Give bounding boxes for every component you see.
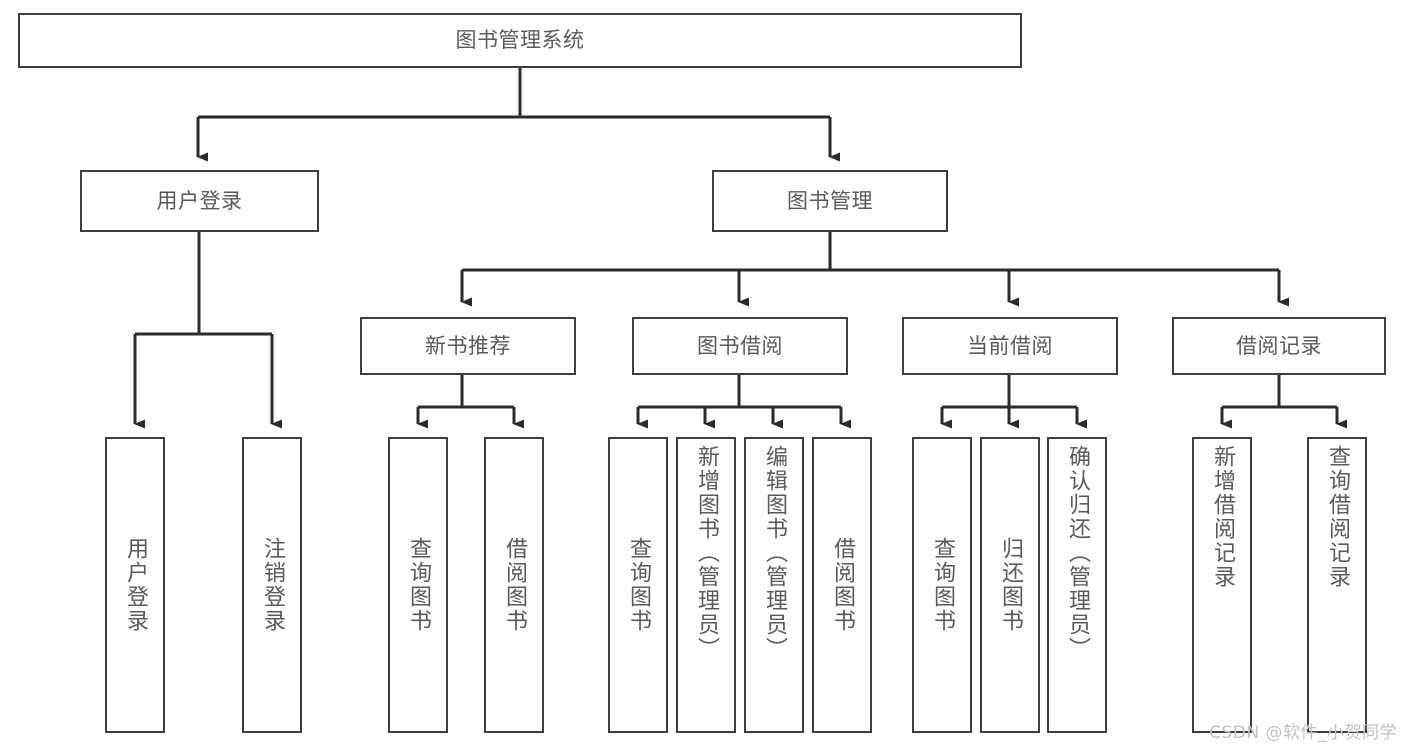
node-label: 借阅图书 [830, 537, 855, 633]
node-label: 查询借阅记录 [1325, 445, 1350, 589]
node-label: 当前借阅 [967, 333, 1053, 358]
leaf-borrow-edit-book-admin[interactable]: 编辑图书（管理员） [744, 437, 804, 733]
node-new-book-recommend[interactable]: 新书推荐 [360, 317, 576, 375]
node-label: 借阅记录 [1236, 333, 1322, 358]
node-label: 新增图书（管理员） [694, 445, 719, 661]
leaf-borrow-add-book-admin[interactable]: 新增图书（管理员） [676, 437, 736, 733]
node-label: 借阅图书 [502, 537, 527, 633]
node-label: 归还图书 [998, 537, 1023, 633]
leaf-current-return-book[interactable]: 归还图书 [980, 437, 1040, 733]
leaf-current-confirm-return-admin[interactable]: 确认归还（管理员） [1047, 437, 1107, 733]
node-label: 查询图书 [406, 537, 431, 633]
leaf-newbook-query-book[interactable]: 查询图书 [388, 437, 448, 733]
leaf-user-login-signin[interactable]: 用户登录 [105, 437, 165, 733]
leaf-newbook-borrow-book[interactable]: 借阅图书 [484, 437, 544, 733]
node-current-borrow[interactable]: 当前借阅 [902, 317, 1118, 375]
node-label: 用户登录 [156, 188, 243, 213]
node-label: 注销登录 [260, 537, 285, 633]
node-root-system[interactable]: 图书管理系统 [18, 13, 1022, 68]
leaf-current-query-book[interactable]: 查询图书 [912, 437, 972, 733]
leaf-records-query-record[interactable]: 查询借阅记录 [1307, 437, 1367, 733]
node-label: 确认归还（管理员） [1065, 445, 1090, 661]
node-label: 图书借阅 [697, 333, 783, 358]
node-book-borrow[interactable]: 图书借阅 [632, 317, 848, 375]
node-borrow-records[interactable]: 借阅记录 [1172, 317, 1386, 375]
node-book-management[interactable]: 图书管理 [712, 170, 948, 232]
node-label: 编辑图书（管理员） [762, 445, 787, 661]
node-user-login[interactable]: 用户登录 [80, 170, 319, 232]
leaf-user-login-signout[interactable]: 注销登录 [242, 437, 302, 733]
node-label: 查询图书 [930, 537, 955, 633]
node-label: 用户登录 [123, 537, 148, 633]
node-label: 新增借阅记录 [1210, 445, 1235, 589]
leaf-records-add-record[interactable]: 新增借阅记录 [1192, 437, 1252, 733]
node-label: 查询图书 [626, 537, 651, 633]
leaf-borrow-query-book[interactable]: 查询图书 [608, 437, 668, 733]
leaf-borrow-borrow-book[interactable]: 借阅图书 [812, 437, 872, 733]
node-label: 新书推荐 [425, 333, 511, 358]
node-label: 图书管理 [787, 188, 873, 213]
node-label: 图书管理系统 [455, 28, 585, 53]
